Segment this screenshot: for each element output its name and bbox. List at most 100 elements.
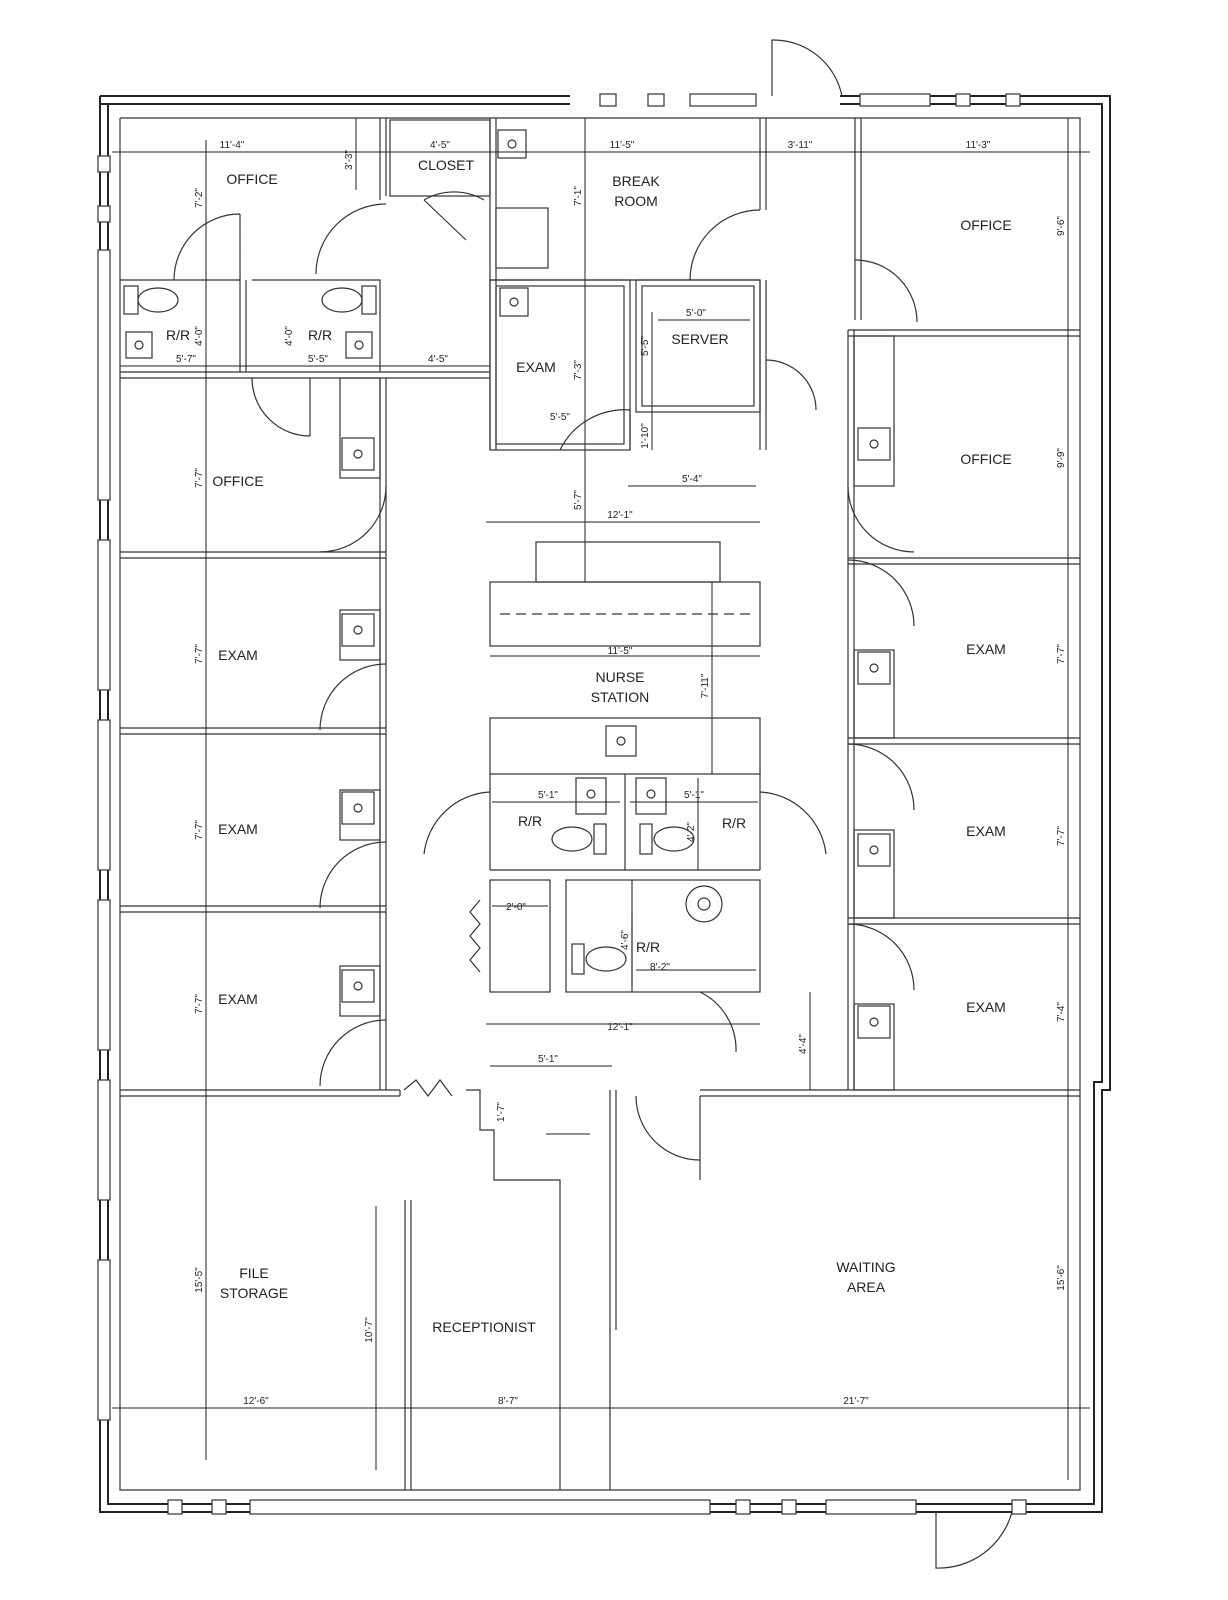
dim-5-5-rr: 5'-5" [308,354,328,365]
dim-5-4: 5'-4" [682,474,702,485]
room-label-nurse-station-line1: NURSE [595,669,644,685]
sink-icon [125,331,153,359]
dim-5-0: 5'-0" [686,308,706,319]
room-label-restroom-a: R/R [166,327,190,343]
toilet-icon [123,285,179,315]
dim-2-0: 2'-0" [506,902,526,913]
appliance-icon [495,207,549,269]
room-label-waiting-area-line2: AREA [847,1279,886,1295]
dim-4-5-hall: 4'-5" [428,354,448,365]
sink-icon [575,777,607,815]
room-label-restroom-c: R/R [518,813,542,829]
dim-15-6: 15'-6" [1056,1265,1067,1291]
dim-12-6: 12'-6" [243,1396,269,1407]
toilet-icon [551,823,607,855]
dim-5-7-rr: 5'-7" [176,354,196,365]
dim-12-1-top: 12'-1" [607,510,633,521]
dim-11-4: 11'-4" [220,140,245,151]
room-label-office-nw: OFFICE [226,171,277,187]
dim-9-9: 9'-9" [1056,448,1067,468]
room-label-office-ne2: OFFICE [960,451,1011,467]
dim-1-10: 1'-10" [640,423,651,449]
room-label-file-storage-line2: STORAGE [220,1285,288,1301]
dim-15-5: 15'-5" [194,1267,205,1293]
room-label-break-room-line1: BREAK [612,173,660,189]
sink-icon [635,777,667,815]
dim-21-7: 21'-7" [843,1396,869,1407]
top-windows [599,93,1021,107]
dimension-text: 11'-4" 4'-5" 11'-5" 3'-11" 11'-3" 5'-7" … [176,140,991,1407]
dim-7-3: 7'-3" [573,360,584,380]
sink-icon [685,885,723,923]
sink-icon [497,129,527,159]
sink-icon [341,613,375,647]
left-windows [97,155,111,1421]
dim-5-5-server: 5'-5" [640,336,651,356]
sink-icon [341,437,375,471]
room-label-closet: CLOSET [418,157,474,173]
dim-7-7-w3: 7'-7" [194,994,205,1014]
dim-3-11: 3'-11" [788,140,813,151]
sink-icon [345,331,373,359]
room-label-exam-e2: EXAM [966,823,1006,839]
room-label-exam-w1: EXAM [218,647,258,663]
dim-4-5-closet: 4'-5" [430,140,450,151]
dimension-lines [112,118,1090,1480]
dim-7-7-e2: 7'-7" [1056,826,1067,846]
room-label-exam-e1: EXAM [966,641,1006,657]
dim-3-3: 3'-3" [344,150,355,170]
dim-7-4: 7'-4" [1056,1002,1067,1022]
room-label-waiting-area-line1: WAITING [836,1259,895,1275]
room-label-receptionist: RECEPTIONIST [432,1319,536,1335]
interior-walls [120,118,1080,1490]
dim-5-1-a: 5'-1" [538,790,558,801]
dim-7-2: 7'-2" [194,188,205,208]
dim-7-7-w1: 7'-7" [194,644,205,664]
room-label-server: SERVER [671,331,728,347]
dim-4-4: 4'-4" [798,1034,809,1054]
sink-icon [857,427,891,461]
room-label-exam-center: EXAM [516,359,556,375]
toilet-icon [639,823,695,855]
dim-5-1-c: 5'-1" [538,1054,558,1065]
dim-4-0-b: 4'-0" [284,326,295,346]
dim-8-2: 8'-2" [650,962,670,973]
exterior-walls [97,39,1111,1569]
dim-7-7-office: 7'-7" [194,468,205,488]
room-label-exam-w3: EXAM [218,991,258,1007]
sink-icon [605,725,637,757]
sink-icon [341,969,375,1003]
sink-icon [341,791,375,825]
room-label-exam-e3: EXAM [966,999,1006,1015]
room-label-exam-w2: EXAM [218,821,258,837]
room-label-break-room-line2: ROOM [614,193,658,209]
toilet-icon [571,943,627,975]
room-label-restroom-b: R/R [308,327,332,343]
room-labels: OFFICE CLOSET BREAK ROOM OFFICE R/R R/R … [166,157,1012,1335]
plumbing-fixtures [123,129,891,1039]
room-label-office-ne1: OFFICE [960,217,1011,233]
room-label-file-storage-line1: FILE [239,1265,269,1281]
dim-4-6: 4'-6" [620,930,631,950]
sink-icon [499,287,529,317]
room-label-office-w: OFFICE [212,473,263,489]
dim-9-6: 9'-6" [1056,216,1067,236]
room-label-restroom-e: R/R [636,939,660,955]
toilet-icon [321,285,377,315]
dim-11-5-mid: 11'-5" [608,646,633,657]
dim-1-7: 1'-7" [496,1102,507,1122]
dim-7-7-w2: 7'-7" [194,820,205,840]
dim-5-1-b: 5'-1" [684,790,704,801]
dim-4-2: 4'-2" [686,822,697,842]
sink-icon [857,1005,891,1039]
dim-7-11: 7'-11" [700,673,711,698]
bottom-windows [167,1499,1027,1515]
room-label-restroom-d: R/R [722,815,746,831]
sink-icon [857,833,891,867]
dim-12-1-bot: 12'-1" [607,1022,633,1033]
dim-11-5-top: 11'-5" [610,140,635,151]
dim-11-3: 11'-3" [966,140,991,151]
entry-door-bottom [935,1511,1013,1569]
room-label-nurse-station-line2: STATION [591,689,650,705]
dim-8-7: 8'-7" [498,1396,518,1407]
